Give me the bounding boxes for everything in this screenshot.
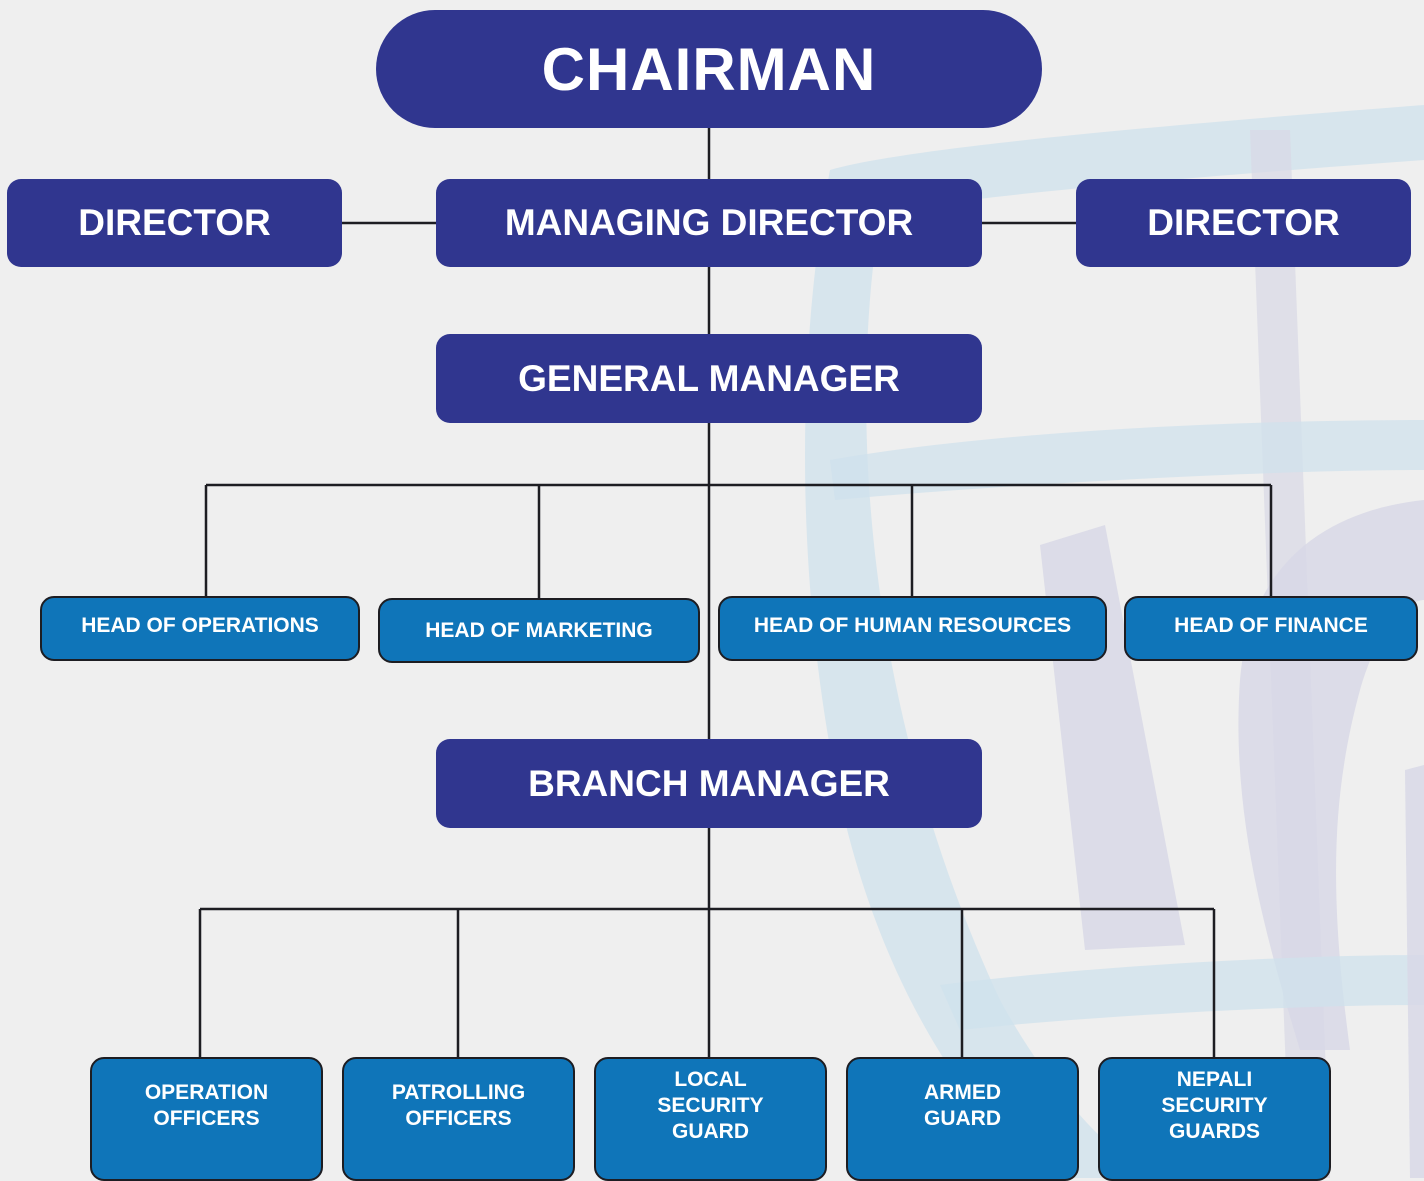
branch-manager-node: BRANCH MANAGER bbox=[436, 739, 982, 828]
staff-line: PATROLLING bbox=[391, 1081, 526, 1104]
staff-line: OFFICERS bbox=[153, 1107, 260, 1130]
staff-line: GUARDS bbox=[1168, 1120, 1260, 1143]
staff-line: LOCAL bbox=[674, 1068, 747, 1091]
director-left-node: DIRECTOR bbox=[7, 179, 342, 267]
staff-line: OPERATION bbox=[144, 1081, 269, 1104]
watermark-stroke-low bbox=[940, 955, 1424, 1030]
head-of-finance-node: HEAD OF FINANCE bbox=[1124, 596, 1418, 661]
staff-line: GUARD bbox=[672, 1120, 749, 1143]
head-of-operations-node: HEAD OF OPERATIONS bbox=[40, 596, 360, 661]
armed-guard-node: ARMED GUARD bbox=[846, 1057, 1079, 1181]
local-security-guard-node: LOCAL SECURITY GUARD bbox=[594, 1057, 827, 1181]
managing-director-node: MANAGING DIRECTOR bbox=[436, 179, 982, 267]
director-right-node: DIRECTOR bbox=[1076, 179, 1411, 267]
staff-line: GUARD bbox=[924, 1107, 1001, 1130]
nepali-security-guards-node: NEPALI SECURITY GUARDS bbox=[1098, 1057, 1331, 1181]
head-of-human-resources-node: HEAD OF HUMAN RESOURCES bbox=[718, 596, 1107, 661]
general-manager-node: GENERAL MANAGER bbox=[436, 334, 982, 423]
staff-line: NEPALI bbox=[1176, 1068, 1253, 1091]
watermark-bar-2 bbox=[1405, 765, 1424, 1178]
staff-line: OFFICERS bbox=[405, 1107, 512, 1130]
patrolling-officers-node: PATROLLING OFFICERS bbox=[342, 1057, 575, 1181]
chairman-node: CHAIRMAN bbox=[376, 10, 1042, 128]
operation-officers-node: OPERATION OFFICERS bbox=[90, 1057, 323, 1181]
head-of-marketing-node: HEAD OF MARKETING bbox=[378, 598, 700, 663]
staff-line: SECURITY bbox=[657, 1094, 764, 1117]
watermark-stroke-mid bbox=[830, 420, 1424, 500]
staff-line: SECURITY bbox=[1161, 1094, 1268, 1117]
staff-line: ARMED bbox=[924, 1081, 1001, 1104]
